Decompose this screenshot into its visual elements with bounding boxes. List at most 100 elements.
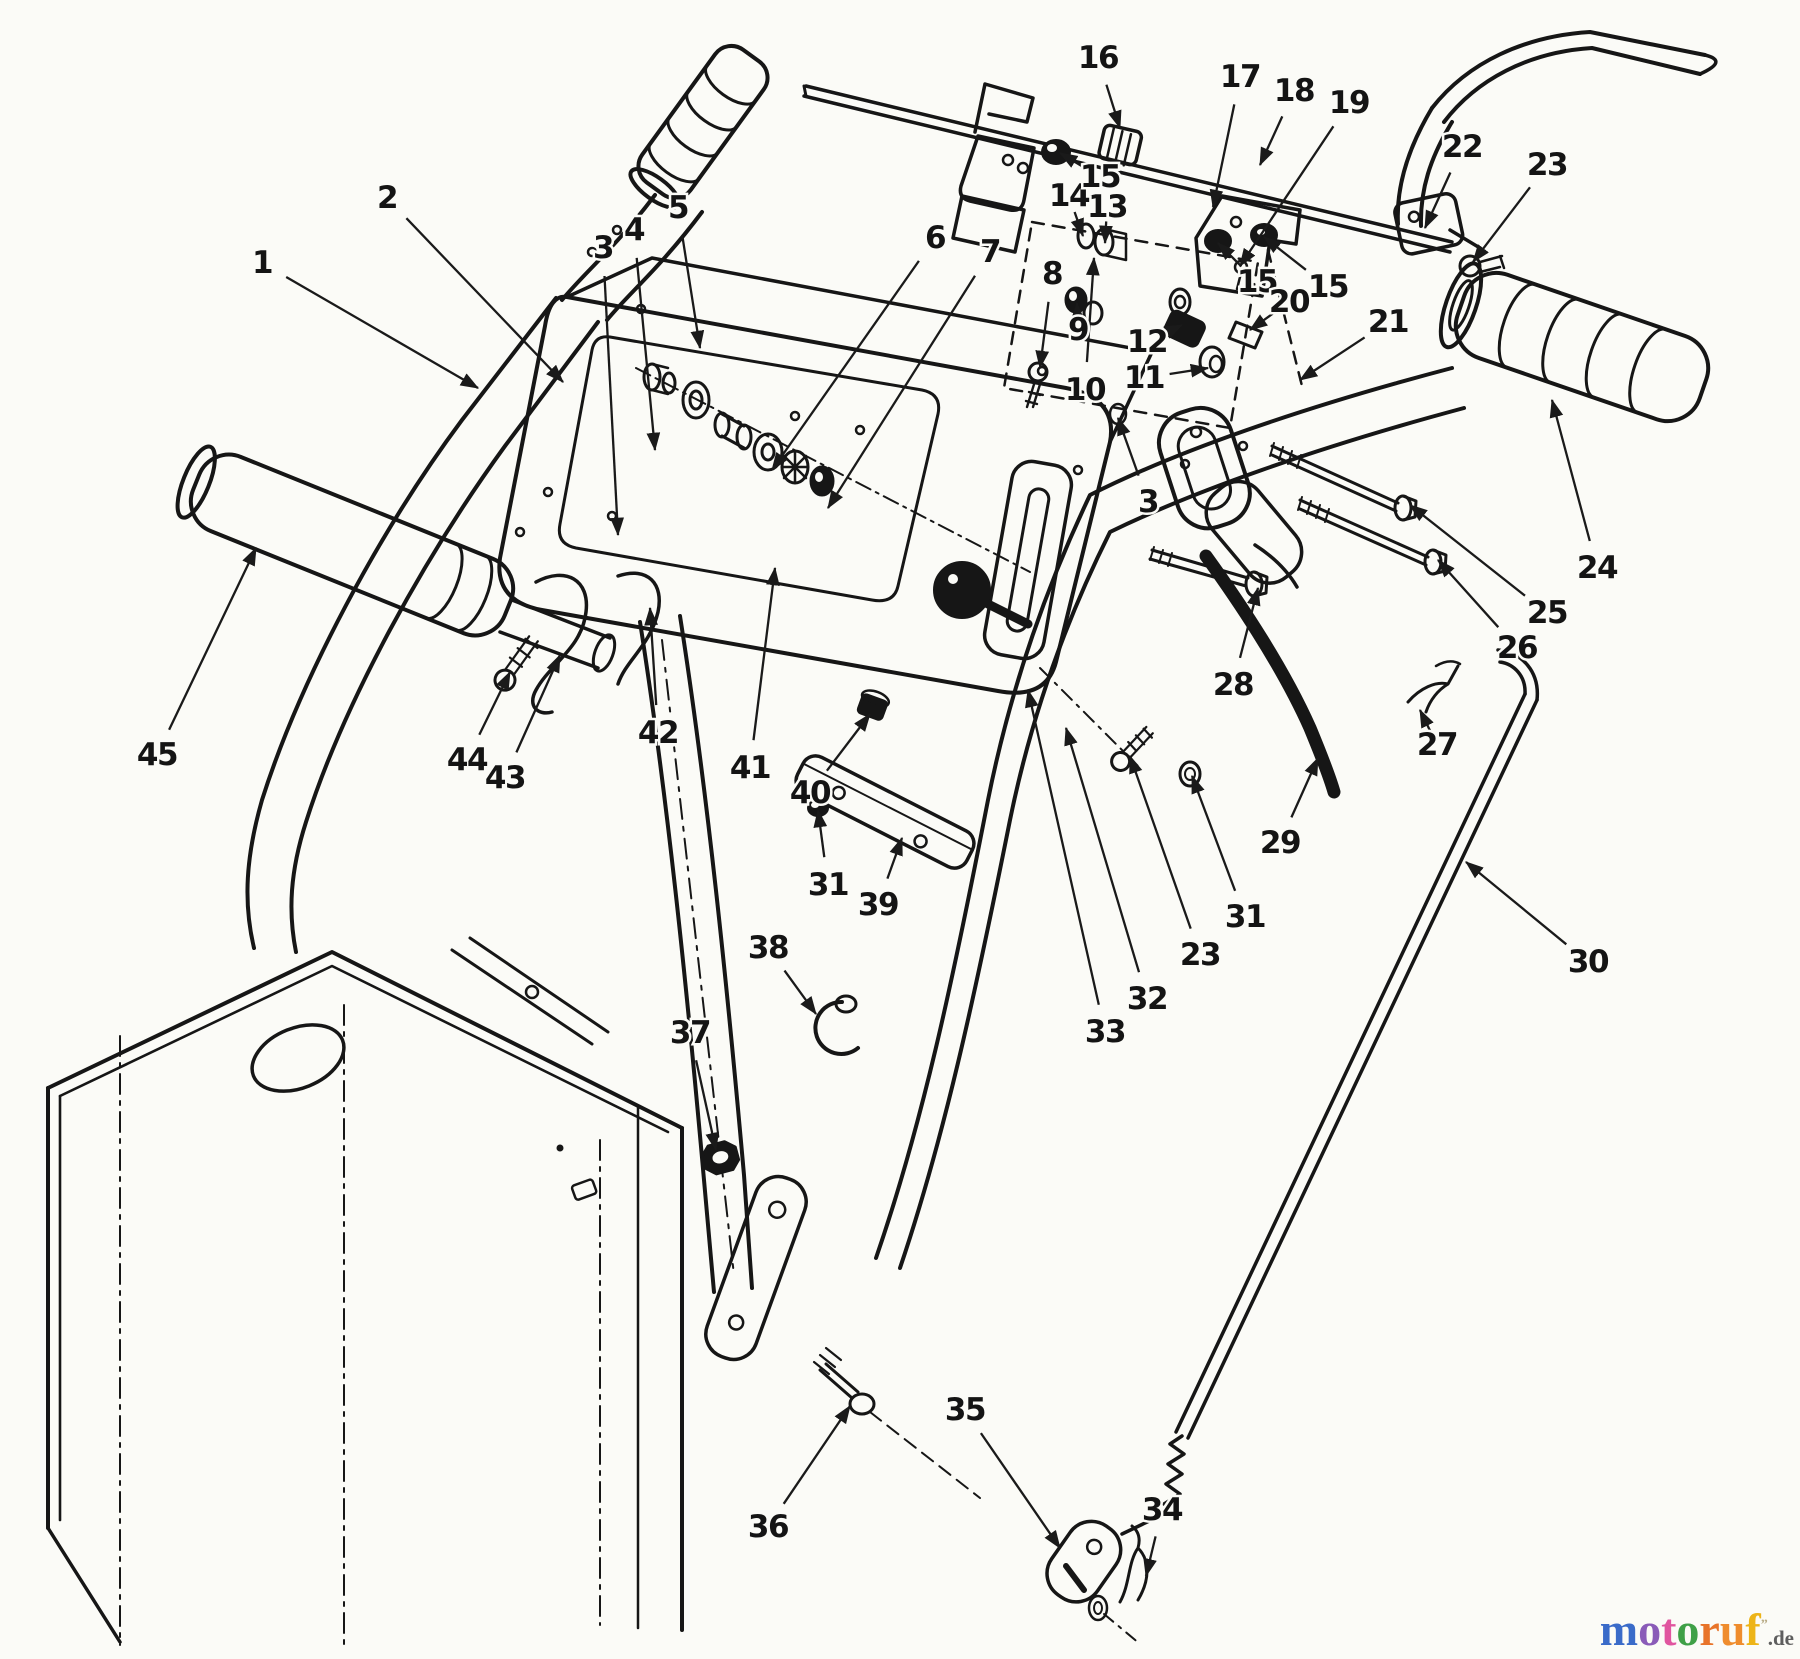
leader-line-15 [1263,236,1307,271]
part-label-7: 7 [980,234,1000,270]
part-label-5: 5 [668,190,688,226]
leader-line-17 [1209,104,1236,209]
leader-line-28 [1238,586,1261,659]
leader-line-11 [1169,363,1210,378]
part-label-11: 11 [1124,360,1164,396]
part-label-25: 25 [1527,595,1567,631]
part-label-2: 2 [377,180,397,216]
part-label-28: 28 [1213,667,1253,703]
shifter-hardware-row [635,222,1226,767]
left-grip-tube [498,598,617,673]
leader-line-27 [1418,708,1434,732]
leader-line-15 [1217,242,1243,268]
part-label-10: 10 [1065,372,1106,408]
leader-line-13 [1099,221,1113,245]
wire-clips [493,571,661,715]
part-label-16: 16 [1078,40,1118,76]
part-label-45: 45 [137,737,177,773]
leader-line-39 [886,836,904,879]
part-label-23: 23 [1527,147,1567,183]
leader-line-42 [644,606,658,706]
leader-line-8 [1035,301,1050,370]
leader-line-43 [515,653,562,753]
right-handle-top [1393,30,1718,278]
watermark-motoruf: motoruf”.de [1600,1607,1794,1653]
part-label-12: 12 [1127,324,1167,360]
part-label-30: 30 [1568,944,1609,980]
part-label-38: 38 [748,930,788,966]
part-label-18: 18 [1274,73,1314,109]
part-label-29: 29 [1260,825,1300,861]
leader-line-40 [825,713,871,772]
upper-handle-tube [560,193,704,322]
leader-line-37 [694,1060,720,1152]
leader-line-45 [168,546,258,731]
leader-line-33 [1025,688,1100,1005]
leader-line-44 [478,670,512,736]
left-grip [175,444,516,638]
right-hardware [1110,442,1462,799]
part-label-13: 13 [1087,189,1127,225]
part-label-15: 15 [1080,159,1120,195]
leader-line-23 [1128,754,1192,929]
leader-line-15 [1059,152,1085,169]
part-label-3: 3 [593,230,613,266]
leader-line-16 [1105,84,1122,130]
watermark-letter: u [1719,1604,1746,1655]
pivot-bracket [1156,405,1304,589]
leader-line-35 [979,1432,1061,1549]
left-frame-tube [245,296,600,954]
leader-line-3 [603,275,624,537]
part-label-8: 8 [1042,256,1062,292]
part-label-42: 42 [638,715,678,751]
traction-rod [1045,648,1539,1645]
leader-line-21 [1299,336,1366,381]
leader-line-38 [783,969,817,1015]
part-label-21: 21 [1368,304,1408,340]
leader-line-5 [681,235,705,350]
leader-line-19 [1239,125,1335,267]
lower-frame-legs [450,614,808,1362]
leader-line-18 [1258,115,1284,167]
part-label-40: 40 [790,775,831,811]
leader-line-10 [1085,256,1100,363]
leader-line-30 [1465,861,1568,946]
leader-line-32 [1064,726,1141,973]
watermark-letter: o [1676,1604,1700,1655]
lower-console-hardware [700,689,981,1499]
watermark-letter: t [1661,1604,1677,1655]
watermark-letter: f [1745,1604,1761,1655]
leader-line-31 [1190,774,1237,892]
leader-line-2 [405,217,564,383]
part-label-44: 44 [447,742,488,778]
watermark-suffix: .de [1767,1626,1794,1650]
part-label-4: 4 [624,212,645,248]
watermark-text: motoruf [1600,1604,1761,1655]
part-label-14: 14 [1049,178,1090,214]
leader-line-14 [1070,211,1085,238]
part-label-3: 3 [1138,484,1158,520]
part-label-41: 41 [730,750,770,786]
right-grip [1438,261,1711,424]
part-label-33: 33 [1085,1014,1125,1050]
leader-line-41 [752,566,780,741]
watermark-tick: ” [1760,1617,1768,1633]
watermark-letter: m [1599,1604,1639,1655]
part-label-31: 31 [1225,899,1265,935]
part-label-15: 15 [1237,264,1277,300]
leader-line-3 [1116,416,1140,476]
part-label-23: 23 [1180,937,1220,973]
part-label-39: 39 [858,887,898,923]
leader-line-12 [1160,323,1184,339]
part-label-1: 1 [252,245,272,281]
leader-line-6 [771,260,920,471]
part-label-6: 6 [925,220,945,256]
part-label-9: 9 [1068,312,1088,348]
leader-line-24 [1549,398,1591,542]
watermark-letter: r [1699,1604,1720,1655]
part-label-24: 24 [1577,550,1618,586]
leader-line-34 [1143,1536,1157,1578]
upper-rod-assembly [802,82,1454,254]
